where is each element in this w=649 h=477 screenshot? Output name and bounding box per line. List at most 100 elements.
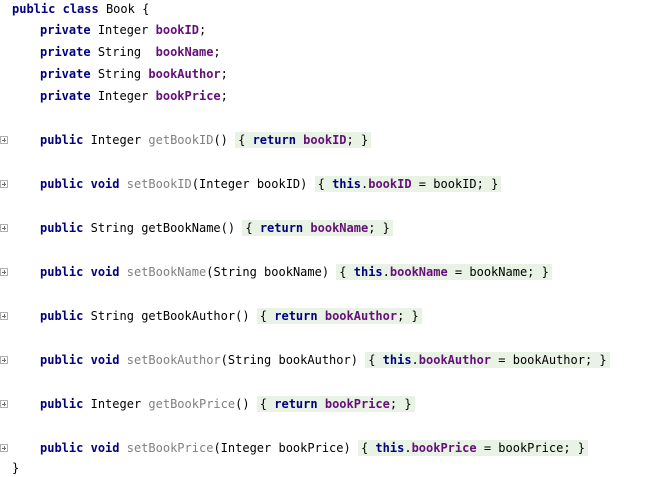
method-params: () bbox=[220, 221, 236, 235]
expand-fold-icon[interactable] bbox=[0, 400, 8, 408]
method-line: public String getBookName() { return boo… bbox=[12, 219, 393, 237]
method-name: getBookPrice bbox=[148, 397, 236, 411]
expand-fold-icon[interactable] bbox=[0, 356, 8, 364]
keyword-this: this bbox=[332, 177, 361, 191]
folded-body[interactable]: { this.bookPrice = bookPrice; } bbox=[357, 440, 588, 456]
assigned-value: bookAuthor bbox=[512, 353, 585, 367]
returned-field: bookName bbox=[310, 221, 369, 235]
expand-fold-icon[interactable] bbox=[0, 180, 8, 188]
expand-fold-icon[interactable] bbox=[0, 312, 8, 320]
method-name: getBookName bbox=[141, 221, 221, 235]
assigned-field: bookID bbox=[368, 177, 412, 191]
keyword-this: this bbox=[353, 265, 383, 279]
method-name: getBookID bbox=[148, 133, 214, 147]
field-modifier: private bbox=[40, 89, 91, 103]
return-type: String bbox=[90, 221, 134, 235]
method-params: () bbox=[235, 397, 250, 411]
close-brace: } bbox=[12, 461, 20, 475]
method-modifier: public bbox=[40, 309, 84, 323]
field-name: bookPrice bbox=[155, 89, 221, 103]
method-line: public void setBookName(String bookName)… bbox=[12, 263, 552, 281]
folded-body[interactable]: { return bookAuthor; } bbox=[256, 308, 422, 324]
field-line: private Integer bookPrice; bbox=[40, 89, 228, 103]
method-line: public String getBookAuthor() { return b… bbox=[12, 307, 422, 325]
method-name: setBookID bbox=[126, 177, 192, 191]
assigned-field: bookPrice bbox=[411, 441, 477, 455]
keyword-class: class bbox=[62, 2, 99, 16]
method-params: () bbox=[235, 309, 250, 323]
field-type: Integer bbox=[97, 23, 149, 37]
param-type: String bbox=[213, 265, 257, 279]
assigned-field: bookAuthor bbox=[418, 353, 492, 367]
method-line: public void setBookID(Integer bookID) { … bbox=[12, 175, 502, 193]
folded-body[interactable]: { return bookName; } bbox=[242, 220, 393, 236]
field-modifier: private bbox=[40, 45, 91, 59]
returned-field: bookPrice bbox=[324, 397, 390, 411]
method-modifier: public bbox=[40, 177, 84, 191]
keyword-return: return bbox=[259, 221, 304, 235]
field-type: Integer bbox=[97, 89, 149, 103]
method-modifier: public bbox=[40, 133, 84, 147]
method-name: setBookPrice bbox=[126, 441, 214, 455]
folded-body[interactable]: { return bookPrice; } bbox=[256, 396, 415, 412]
folded-body[interactable]: { this.bookAuthor = bookAuthor; } bbox=[365, 352, 610, 368]
keyword-return: return bbox=[274, 397, 318, 411]
assigned-value: bookPrice bbox=[498, 441, 564, 455]
folded-body[interactable]: { return bookID; } bbox=[235, 132, 372, 148]
field-line: private Integer bookID; bbox=[40, 23, 207, 37]
field-line: private String bookName; bbox=[40, 45, 221, 59]
param-name: bookID bbox=[256, 177, 301, 191]
param-name: bookName bbox=[264, 265, 322, 279]
method-name: setBookName bbox=[126, 265, 207, 279]
returned-field: bookAuthor bbox=[324, 309, 398, 323]
field-name: bookID bbox=[155, 23, 199, 37]
return-type: void bbox=[90, 177, 120, 191]
expand-fold-icon[interactable] bbox=[0, 136, 8, 144]
expand-fold-icon[interactable] bbox=[0, 224, 8, 232]
expand-fold-icon[interactable] bbox=[0, 268, 8, 276]
assigned-value: bookID bbox=[433, 177, 477, 191]
class-name: Book bbox=[105, 2, 135, 16]
method-line: public Integer getBookID() { return book… bbox=[12, 131, 372, 149]
return-type: String bbox=[90, 309, 134, 323]
method-name: getBookAuthor bbox=[141, 309, 236, 323]
open-brace: { bbox=[142, 2, 150, 16]
folded-body[interactable]: { this.bookName = bookName; } bbox=[336, 264, 552, 280]
method-modifier: public bbox=[40, 221, 84, 235]
param-name: bookPrice bbox=[278, 441, 344, 455]
method-modifier: public bbox=[40, 441, 84, 455]
param-type: Integer bbox=[220, 441, 272, 455]
folded-body[interactable]: { this.bookID = bookID; } bbox=[314, 176, 502, 192]
keyword-this: this bbox=[382, 353, 412, 367]
field-type: String bbox=[97, 45, 142, 59]
keyword-this: this bbox=[375, 441, 405, 455]
keyword-public: public bbox=[12, 2, 56, 16]
param-type: Integer bbox=[199, 177, 250, 191]
param-name: bookAuthor bbox=[278, 353, 351, 367]
field-name: bookAuthor bbox=[148, 67, 221, 81]
method-line: public void setBookAuthor(String bookAut… bbox=[12, 351, 610, 369]
class-declaration-line: public class Book { bbox=[12, 0, 149, 18]
return-type: Integer bbox=[90, 397, 142, 411]
expand-fold-icon[interactable] bbox=[0, 444, 8, 452]
return-type: void bbox=[90, 441, 120, 455]
method-modifier: public bbox=[40, 397, 84, 411]
assigned-value: bookName bbox=[469, 265, 528, 279]
field-modifier: private bbox=[40, 67, 91, 81]
assigned-field: bookName bbox=[389, 265, 448, 279]
return-type: void bbox=[90, 353, 120, 367]
method-line: public Integer getBookPrice() { return b… bbox=[12, 395, 415, 413]
method-modifier: public bbox=[40, 353, 84, 367]
closing-brace-line: } bbox=[12, 459, 19, 477]
method-line: public void setBookPrice(Integer bookPri… bbox=[12, 439, 588, 457]
field-line: private String bookAuthor; bbox=[40, 67, 228, 81]
method-params: () bbox=[213, 133, 228, 147]
method-name: setBookAuthor bbox=[126, 353, 221, 367]
return-type: void bbox=[90, 265, 120, 279]
field-type: String bbox=[97, 67, 142, 81]
returned-field: bookID bbox=[303, 133, 347, 147]
field-modifier: private bbox=[40, 23, 91, 37]
field-name: bookName bbox=[155, 45, 214, 59]
method-modifier: public bbox=[40, 265, 84, 279]
